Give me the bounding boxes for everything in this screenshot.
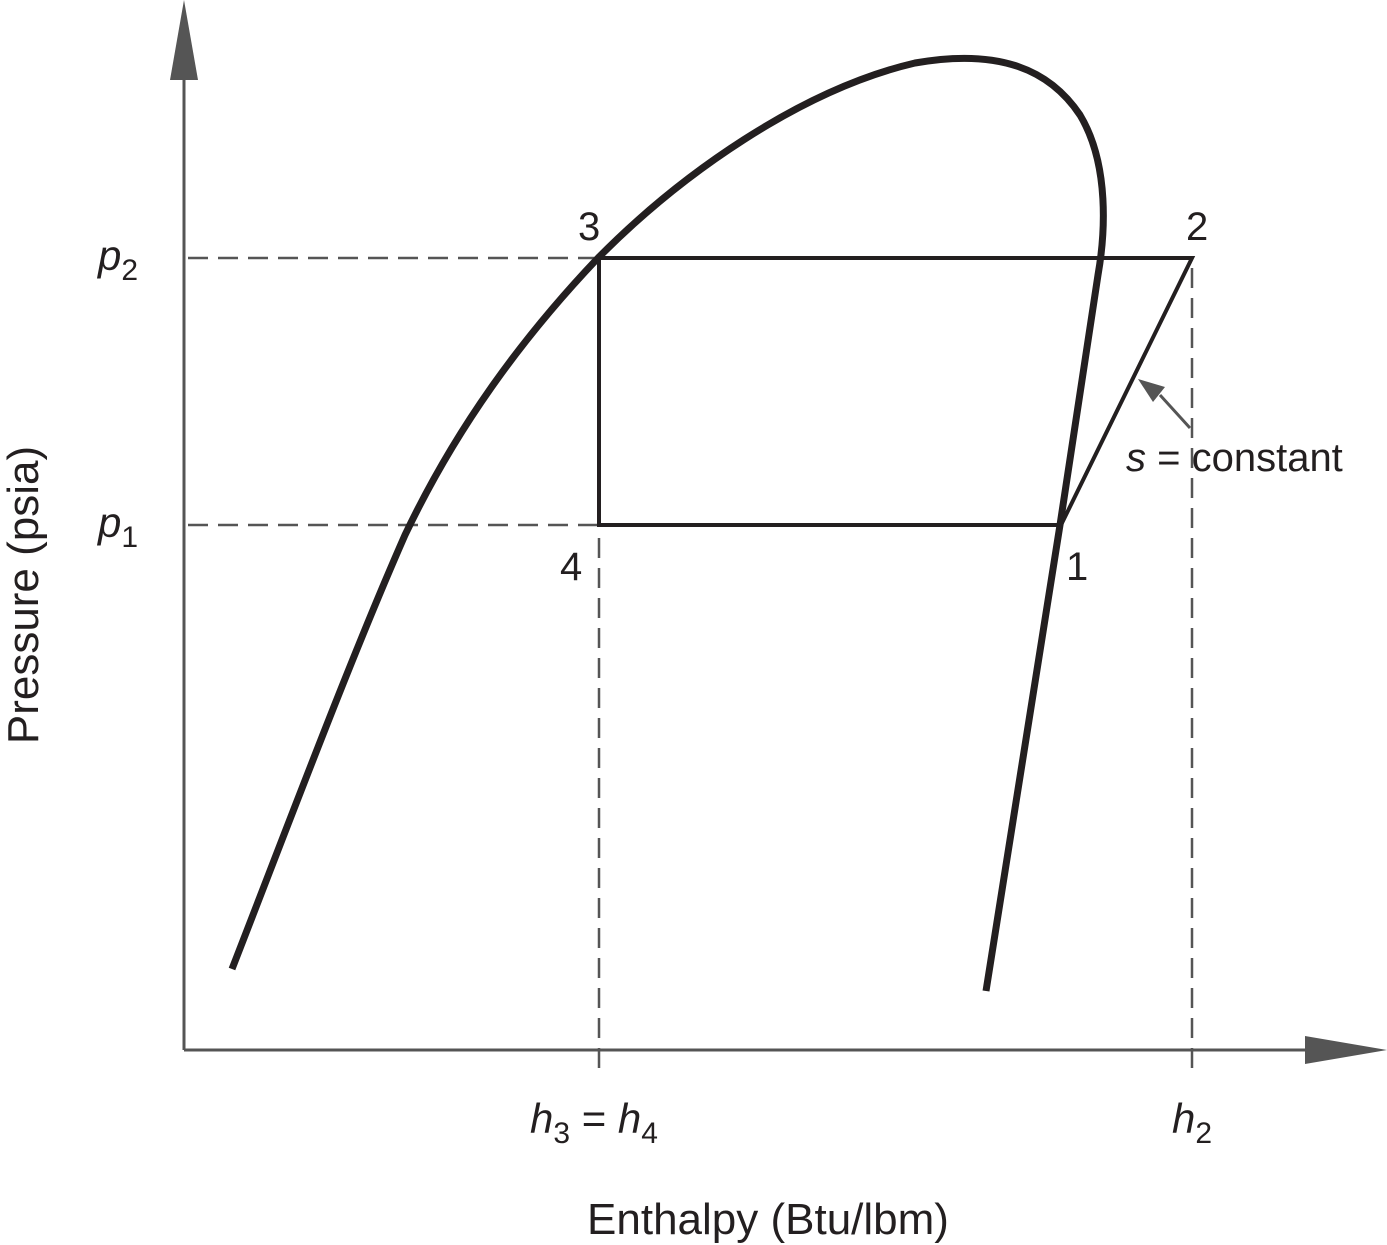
- constant-entropy-label: s = constant: [1126, 436, 1343, 480]
- point-4-label: 4: [560, 545, 582, 589]
- constant-entropy-arrowhead: [1138, 379, 1165, 402]
- refrigeration-cycle: [597, 256, 1196, 527]
- saturation-dome: [228, 54, 1107, 992]
- point-3-label: 3: [578, 205, 600, 249]
- p1-label: p1: [96, 499, 138, 554]
- x-axis-title: Enthalpy (Btu/lbm): [587, 1195, 949, 1244]
- h2-label: h2: [1172, 1095, 1212, 1150]
- h3-h4-label: h3 = h4: [530, 1095, 658, 1150]
- x-axis-arrowhead: [1305, 1036, 1387, 1064]
- point-2-label: 2: [1186, 205, 1208, 249]
- point-1-label: 1: [1066, 545, 1088, 589]
- y-axis-title: Pressure (psia): [0, 446, 48, 744]
- constant-entropy-leader: [1158, 393, 1192, 430]
- p2-label: p2: [96, 232, 138, 287]
- y-axis-arrowhead: [170, 0, 198, 80]
